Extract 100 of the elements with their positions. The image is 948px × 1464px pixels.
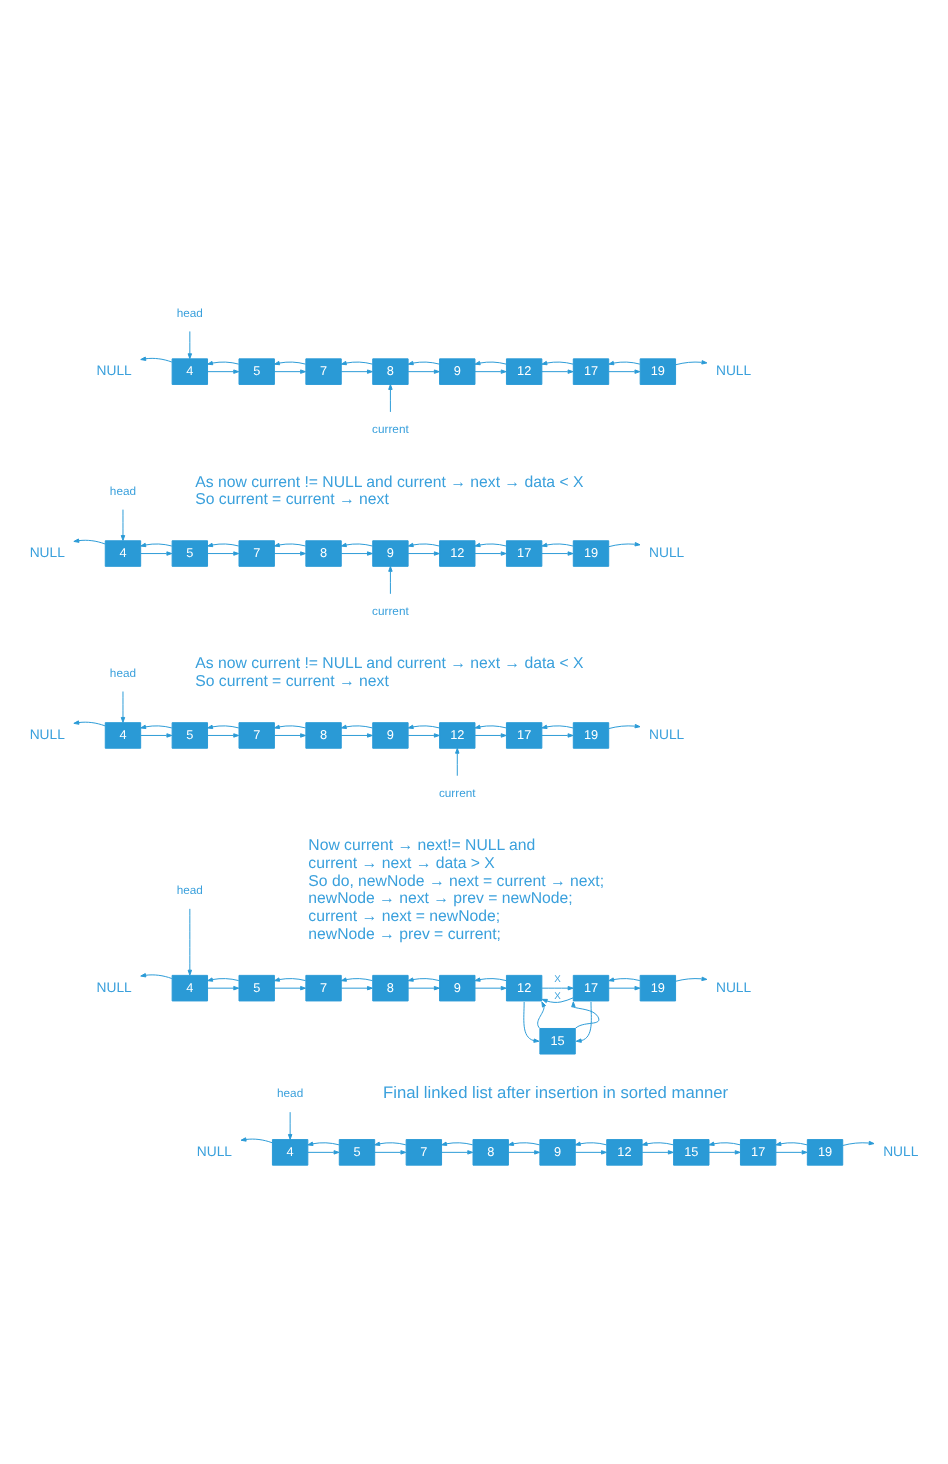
label: As now current != NULL and current → next → data < X bbox=[195, 653, 584, 672]
arrow bbox=[474, 550, 507, 555]
arrow bbox=[307, 1140, 340, 1145]
arrow bbox=[207, 732, 240, 737]
arrow bbox=[541, 723, 574, 729]
arrow bbox=[273, 976, 306, 981]
arrow bbox=[641, 1140, 674, 1145]
arrow bbox=[388, 564, 393, 594]
arrow bbox=[474, 976, 507, 981]
label: newNode → prev = current; bbox=[308, 923, 501, 942]
arrow bbox=[842, 1139, 875, 1145]
arrow bbox=[407, 550, 440, 555]
arrow bbox=[140, 355, 173, 362]
arrow bbox=[407, 723, 440, 729]
arrow bbox=[474, 359, 507, 365]
arrow bbox=[140, 550, 173, 555]
arrow bbox=[541, 984, 574, 990]
arrow bbox=[120, 508, 126, 540]
arrow bbox=[407, 368, 440, 373]
arrow bbox=[541, 996, 574, 1003]
arrow bbox=[608, 722, 641, 729]
arrow bbox=[474, 984, 507, 990]
arrow bbox=[207, 984, 240, 990]
arrow bbox=[287, 1110, 293, 1139]
arrow bbox=[441, 1149, 474, 1154]
arrow bbox=[541, 541, 574, 547]
arrow bbox=[73, 537, 106, 544]
arrow bbox=[574, 1140, 607, 1145]
arrow bbox=[187, 907, 193, 975]
arrow bbox=[641, 1149, 674, 1154]
arrow bbox=[474, 723, 507, 729]
arrow bbox=[508, 1140, 541, 1145]
arrow bbox=[708, 1149, 741, 1154]
arrow bbox=[407, 984, 440, 990]
label: So current = current → next bbox=[195, 671, 389, 690]
arrow bbox=[508, 1149, 541, 1154]
arrow bbox=[407, 732, 440, 737]
arrow bbox=[273, 368, 306, 373]
arrow bbox=[273, 732, 306, 737]
arrow bbox=[474, 732, 507, 737]
arrow bbox=[240, 1136, 273, 1143]
arrow bbox=[140, 723, 173, 729]
arrow bbox=[207, 723, 240, 729]
arrow bbox=[140, 732, 173, 737]
arrow bbox=[207, 359, 240, 365]
arrow bbox=[407, 976, 440, 981]
arrow bbox=[675, 359, 708, 365]
arrow bbox=[207, 541, 240, 547]
arrow bbox=[307, 1149, 340, 1154]
arrow bbox=[455, 746, 460, 776]
arrow bbox=[340, 368, 373, 373]
arrow bbox=[708, 1140, 741, 1145]
arrow bbox=[340, 541, 373, 547]
arrow bbox=[608, 359, 641, 365]
arrow bbox=[374, 1140, 407, 1145]
arrow bbox=[574, 1149, 607, 1154]
arrow bbox=[608, 541, 641, 547]
arrow bbox=[571, 1000, 600, 1028]
arrow bbox=[340, 723, 373, 729]
arrow bbox=[608, 976, 641, 981]
arrow bbox=[541, 732, 574, 737]
arrow bbox=[273, 723, 306, 729]
arrow bbox=[140, 972, 173, 978]
arrow bbox=[187, 329, 193, 359]
arrow bbox=[541, 359, 574, 365]
arrow bbox=[775, 1149, 808, 1154]
arrow bbox=[140, 541, 173, 547]
arrow bbox=[575, 1000, 592, 1042]
label: As now current != NULL and current → next → data < X bbox=[195, 471, 584, 490]
arrow bbox=[775, 1140, 808, 1145]
label: newNode → next → prev = newNode; bbox=[308, 888, 573, 907]
arrow bbox=[541, 550, 574, 555]
arrow bbox=[388, 383, 393, 412]
arrow bbox=[273, 550, 306, 555]
arrow bbox=[537, 1000, 547, 1028]
label: Final linked list after insertion in sorted manner bbox=[383, 1081, 729, 1102]
arrow bbox=[120, 690, 126, 722]
arrow bbox=[474, 368, 507, 373]
label: current → next → data > X bbox=[308, 853, 495, 871]
arrow bbox=[523, 1000, 540, 1042]
arrow bbox=[273, 984, 306, 990]
arrow bbox=[340, 550, 373, 555]
arrow bbox=[340, 732, 373, 737]
label: So do, newNode → next = current → next; bbox=[308, 870, 605, 889]
arrow bbox=[675, 975, 708, 981]
arrow bbox=[340, 984, 373, 990]
arrow bbox=[474, 541, 507, 547]
arrow bbox=[608, 368, 641, 373]
arrow bbox=[541, 368, 574, 373]
arrow bbox=[273, 359, 306, 365]
label: Now current → next!= NULL and bbox=[308, 835, 536, 854]
arrow bbox=[340, 976, 373, 981]
label: So current = current → next bbox=[195, 489, 389, 508]
label: current → next = newNode; bbox=[308, 906, 501, 925]
arrow bbox=[374, 1149, 407, 1154]
arrow bbox=[441, 1140, 474, 1145]
arrow bbox=[608, 984, 641, 990]
arrow bbox=[340, 359, 373, 365]
arrow bbox=[407, 541, 440, 547]
arrow bbox=[407, 359, 440, 365]
